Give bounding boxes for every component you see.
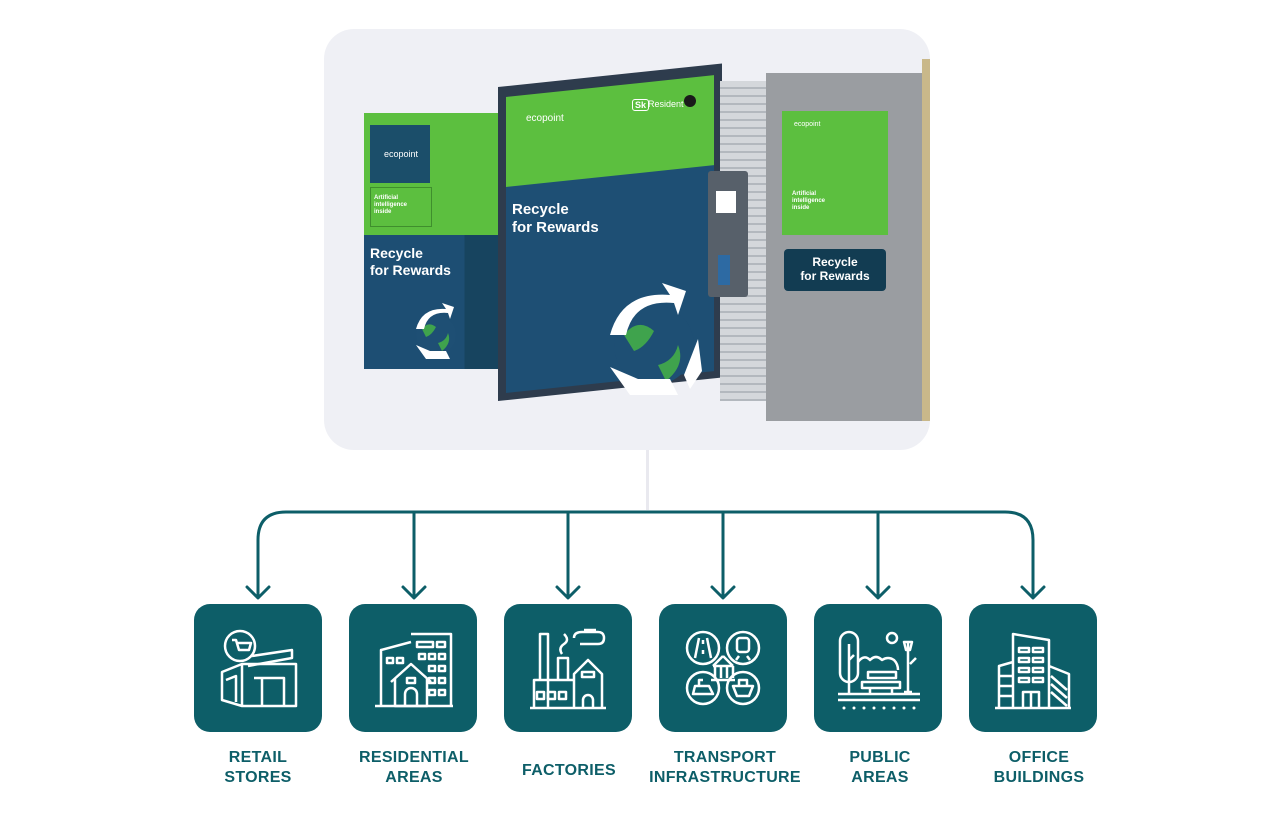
destination-label-factories: FACTORIES (522, 762, 616, 779)
wall-panel-brand: ecopoint (794, 121, 821, 128)
arrow-head-icon (555, 585, 581, 600)
factory-icon (530, 628, 606, 710)
destination-tile-office-buildings (969, 604, 1097, 732)
destination-tile-retail-stores (194, 604, 322, 732)
retail-store-icon (220, 629, 298, 708)
arrow-head-icon (401, 585, 427, 600)
arrow-head-icon (710, 585, 736, 600)
destination-tile-factories (504, 604, 632, 732)
destination-tile-transport-infrastructure (659, 604, 787, 732)
center-kiosk-brand: ecopoint (526, 113, 564, 124)
left-kiosk-brand: ecopoint (384, 149, 419, 159)
office-building-icon (995, 632, 1071, 710)
arrow-head-icon (865, 585, 891, 600)
camera (684, 95, 696, 107)
partner-name: Resident (648, 99, 684, 109)
park-bench-icon (838, 630, 920, 710)
destination-tile-residential-areas (349, 604, 477, 732)
arrow-head-icon (1020, 585, 1046, 600)
globe-recycle-icon (610, 283, 702, 395)
partner-badge: Sk (632, 99, 650, 111)
payment-terminal (708, 171, 748, 297)
connector-stem (646, 450, 649, 510)
residential-buildings-icon (375, 632, 453, 708)
arrow-head-icon (245, 585, 271, 600)
connector-main-line (256, 510, 1035, 598)
globe-recycle-icon (416, 303, 456, 359)
transport-hub-icon (685, 630, 761, 706)
destination-tile-public-areas (814, 604, 942, 732)
